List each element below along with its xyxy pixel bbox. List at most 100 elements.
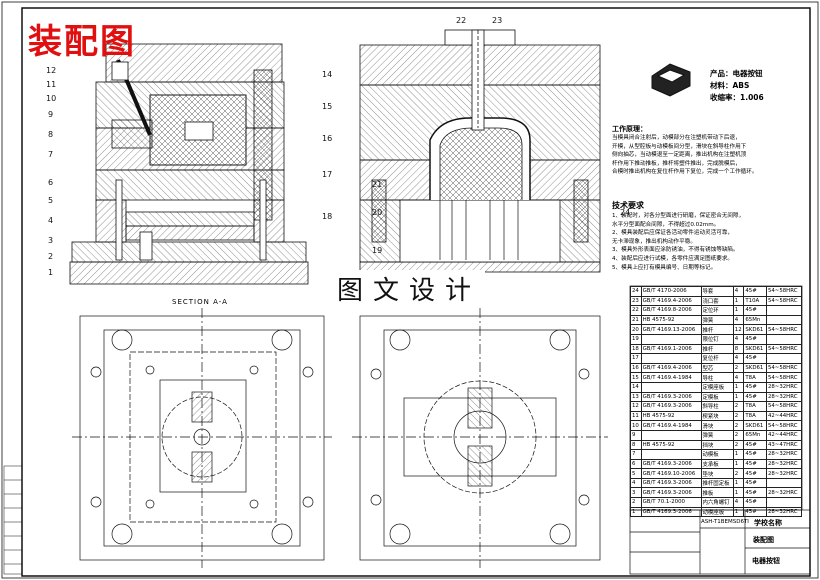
bom-cell: 1	[732, 458, 745, 470]
product-info: 产品：电器按钮 材料：ABS 收缩率：1.006	[710, 68, 764, 104]
bom-cell: GB/T 4169.3-2006	[640, 506, 702, 518]
bom-cell: 16	[630, 362, 642, 374]
bom-cell: 54~58HRC	[765, 324, 803, 335]
bom-cell: 导套	[700, 286, 734, 297]
callout: 12	[46, 66, 57, 75]
bom-cell: GB/T 4169.13-2006	[640, 324, 702, 335]
bom-cell: 2	[732, 410, 745, 422]
bom-cell	[765, 305, 803, 316]
tech-line: 水平分型面配合间隙，不得超过0.02mm。	[612, 221, 720, 228]
bom-cell: 4	[732, 353, 745, 364]
tech-line: 2、模具装配后应保证各活动零件运动灵活可靠，	[612, 230, 734, 237]
bom-cell	[765, 314, 803, 326]
callout: 16	[322, 134, 333, 143]
bom-cell: 43~47HRC	[765, 439, 803, 451]
bom-cell: 复位杆	[700, 353, 734, 364]
bom-cell: 1	[732, 477, 745, 489]
bom-cell: HB 4575-92	[640, 439, 702, 451]
callout: 6	[48, 178, 54, 187]
bom-cell: 1	[732, 295, 745, 307]
bom-cell: 12	[630, 401, 642, 412]
bom-cell: 内六角螺钉	[700, 497, 734, 508]
callout: 7	[48, 150, 54, 159]
bom-cell: 1	[732, 449, 745, 460]
product-name: 产品：电器按钮	[710, 69, 763, 78]
callout: 20	[372, 208, 383, 217]
bom-cell: GB/T 4169.4-1984	[640, 372, 702, 383]
bom-cell: 23	[630, 295, 642, 307]
side-strip	[3, 465, 23, 575]
main-section-left	[69, 43, 309, 285]
watermark-text: 图文设计	[333, 270, 486, 307]
bom-cell: 65Mn	[743, 429, 767, 441]
bom-cell: GB/T 4169.8-2006	[640, 305, 702, 316]
callout: 10	[46, 94, 57, 103]
bom-cell: 7	[630, 449, 642, 460]
bom-cell: 9	[630, 429, 642, 441]
bom-cell: 2	[732, 439, 745, 451]
callout: 17	[322, 170, 333, 179]
bom-cell: 挡块	[700, 439, 734, 451]
bom-cell: 1	[630, 506, 642, 518]
callout: 1	[48, 268, 54, 277]
bom-cell: 54~58HRC	[765, 372, 803, 383]
bom-cell: 限位钉	[700, 333, 734, 345]
main-section-middle	[359, 29, 601, 273]
bom-cell: 42~44HRC	[765, 429, 803, 441]
bom-cell	[765, 497, 803, 508]
bom-cell: 动模板	[700, 449, 734, 460]
bom-cell: T8A	[743, 410, 767, 422]
work-line: 开模，从型腔板与动模板间分型，滑块在斜导柱作用下	[612, 143, 747, 150]
bom-cell: 动模座板	[700, 506, 734, 518]
bom-cell: T8A	[743, 401, 767, 412]
bom-cell: GB/T 4169.1-2006	[640, 343, 702, 355]
bom-cell: GB/T 4169.3-2006	[640, 477, 702, 489]
bom-cell: 4	[732, 497, 745, 508]
tech-line: 无卡滞现象，推出机构动作平稳。	[612, 238, 696, 245]
bom-cell: 1	[732, 305, 745, 316]
bom-cell: 45#	[743, 487, 767, 499]
bom-cell	[640, 353, 702, 364]
bom-cell: 斜导柱	[700, 401, 734, 412]
bom-cell: 54~58HRC	[765, 343, 803, 355]
bom-cell: 2	[732, 401, 745, 412]
tech-line: 3、模具外形表面应涂防锈油，不得有锈蚀等缺陷。	[612, 247, 739, 254]
bom-cell	[640, 381, 702, 393]
bom-cell: 65Mn	[743, 314, 767, 326]
callout: 19	[372, 246, 383, 255]
bom-cell: 推杆固定板	[700, 477, 734, 489]
bom-cell: 支承板	[700, 458, 734, 470]
bom-cell: GB/T 4169.3-2006	[640, 458, 702, 470]
callout: 5	[48, 196, 54, 205]
bom-cell: 45#	[743, 333, 767, 345]
drawing-title: 装配图	[28, 22, 136, 62]
bom-cell: 17	[630, 353, 642, 364]
bom-cell	[765, 477, 803, 489]
bom-cell: HB 4575-92	[640, 410, 702, 422]
bom-cell: 28~32HRC	[765, 381, 803, 393]
product-sketch	[651, 63, 691, 97]
bom-cell: T8A	[743, 372, 767, 383]
bom-cell: 2	[630, 497, 642, 508]
product-material: 材料：ABS	[710, 81, 750, 90]
bom-cell	[765, 333, 803, 345]
bom-cell: 10	[630, 420, 642, 431]
bom-cell: 1	[732, 506, 745, 518]
callout: 14	[322, 70, 333, 79]
bom-cell: 24	[630, 286, 642, 297]
bom-cell: GB/T 4169.4-2006	[640, 362, 702, 374]
